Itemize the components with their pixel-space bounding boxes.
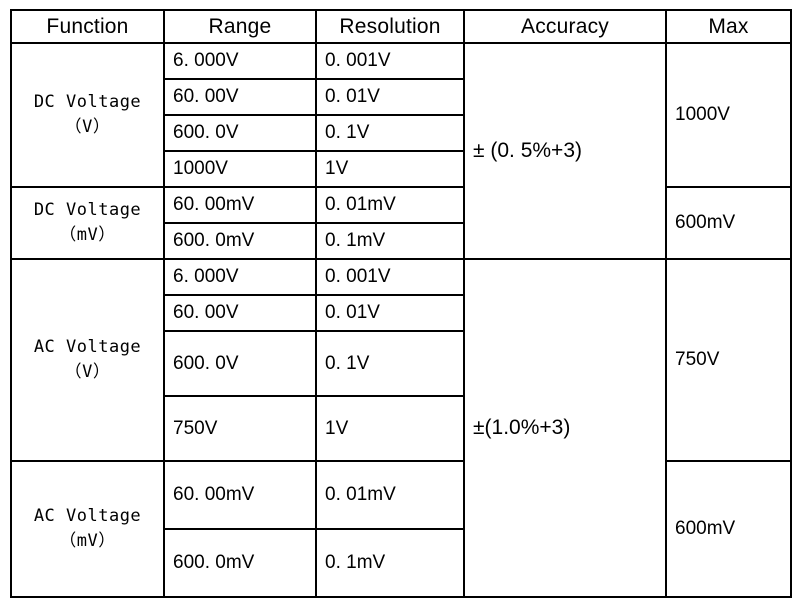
range-value: 600. 0V xyxy=(163,330,317,397)
function-name: DC Voltage xyxy=(33,199,142,220)
table-row: 1000V 1V xyxy=(11,150,791,188)
function-name: DC Voltage xyxy=(33,91,142,112)
resolution-value: 0. 1V xyxy=(315,330,465,397)
function-name: AC Voltage xyxy=(33,505,142,526)
table-header: Function Range Resolution Accuracy Max xyxy=(10,9,792,44)
max-cell-ac-voltage-mv: 600mV xyxy=(665,460,792,598)
resolution-value: 1V xyxy=(315,395,465,462)
function-unit: （V） xyxy=(64,117,111,137)
resolution-value: 0. 01mV xyxy=(315,186,465,224)
table-row: 600. 0mV 0. 1mV xyxy=(11,222,791,260)
range-value: 6. 000V xyxy=(163,258,317,296)
table-row: 600. 0V 0. 1V xyxy=(11,114,791,152)
range-value: 1000V xyxy=(163,150,317,188)
table-row: 60. 00V 0. 01V xyxy=(11,294,791,332)
resolution-value: 0. 1mV xyxy=(315,528,465,598)
resolution-value: 0. 001V xyxy=(315,42,465,80)
resolution-value: 0. 01mV xyxy=(315,460,465,530)
range-value: 60. 00V xyxy=(163,294,317,332)
table-row: 60. 00V 0. 01V xyxy=(11,78,791,116)
column-header-max: Max xyxy=(665,9,792,44)
range-value: 60. 00mV xyxy=(163,460,317,530)
table-row: DC Voltage （V） 6. 000V 0. 001V ± (0. 5%+… xyxy=(10,42,792,260)
accuracy-cell-ac: ±(1.0%+3) xyxy=(463,258,667,598)
function-name: AC Voltage xyxy=(33,336,142,357)
column-header-accuracy: Accuracy xyxy=(463,9,667,44)
range-value: 6. 000V xyxy=(163,42,317,80)
resolution-value: 0. 01V xyxy=(315,78,465,116)
voltage-specification-table: Function Range Resolution Accuracy Max D… xyxy=(10,9,792,598)
column-header-resolution: Resolution xyxy=(315,9,465,44)
resolution-value: 0. 01V xyxy=(315,294,465,332)
function-cell-ac-voltage-mv: AC Voltage （mV） xyxy=(10,460,165,598)
column-header-range: Range xyxy=(163,9,317,44)
table-row: AC Voltage （mV） 60. 00mV 0. 01mV 600mV xyxy=(10,460,792,598)
header-row: Function Range Resolution Accuracy Max xyxy=(10,9,792,44)
function-cell-dc-voltage-mv: DC Voltage （mV） xyxy=(10,186,165,260)
range-value: 60. 00V xyxy=(163,78,317,116)
resolution-value: 0. 1V xyxy=(315,114,465,152)
max-cell-ac-voltage-v: 750V xyxy=(665,258,792,462)
function-unit: （mV） xyxy=(59,531,116,551)
range-value: 60. 00mV xyxy=(163,186,317,224)
range-value: 600. 0mV xyxy=(163,222,317,260)
column-header-function: Function xyxy=(10,9,165,44)
table-row: AC Voltage （V） 6. 000V 0. 001V ±(1.0%+3)… xyxy=(10,258,792,598)
table-row: DC Voltage （mV） 60. 00mV 0. 01mV 600mV xyxy=(10,186,792,260)
resolution-value: 0. 001V xyxy=(315,258,465,296)
range-value: 600. 0mV xyxy=(163,528,317,598)
function-unit: （V） xyxy=(64,362,111,382)
table-row: 750V 1V xyxy=(11,395,791,462)
function-cell-ac-voltage-v: AC Voltage （V） xyxy=(10,258,165,462)
function-unit: （mV） xyxy=(59,225,116,245)
table-row: 600. 0V 0. 1V xyxy=(11,330,791,397)
resolution-value: 0. 1mV xyxy=(315,222,465,260)
max-cell-dc-voltage-mv: 600mV xyxy=(665,186,792,260)
resolution-value: 1V xyxy=(315,150,465,188)
function-cell-dc-voltage-v: DC Voltage （V） xyxy=(10,42,165,188)
max-cell-dc-voltage-v: 1000V xyxy=(665,42,792,188)
range-value: 600. 0V xyxy=(163,114,317,152)
accuracy-cell-dc: ± (0. 5%+3) xyxy=(463,42,667,260)
table-body: DC Voltage （V） 6. 000V 0. 001V ± (0. 5%+… xyxy=(10,42,792,598)
table-row: 600. 0mV 0. 1mV xyxy=(11,528,791,598)
range-value: 750V xyxy=(163,395,317,462)
